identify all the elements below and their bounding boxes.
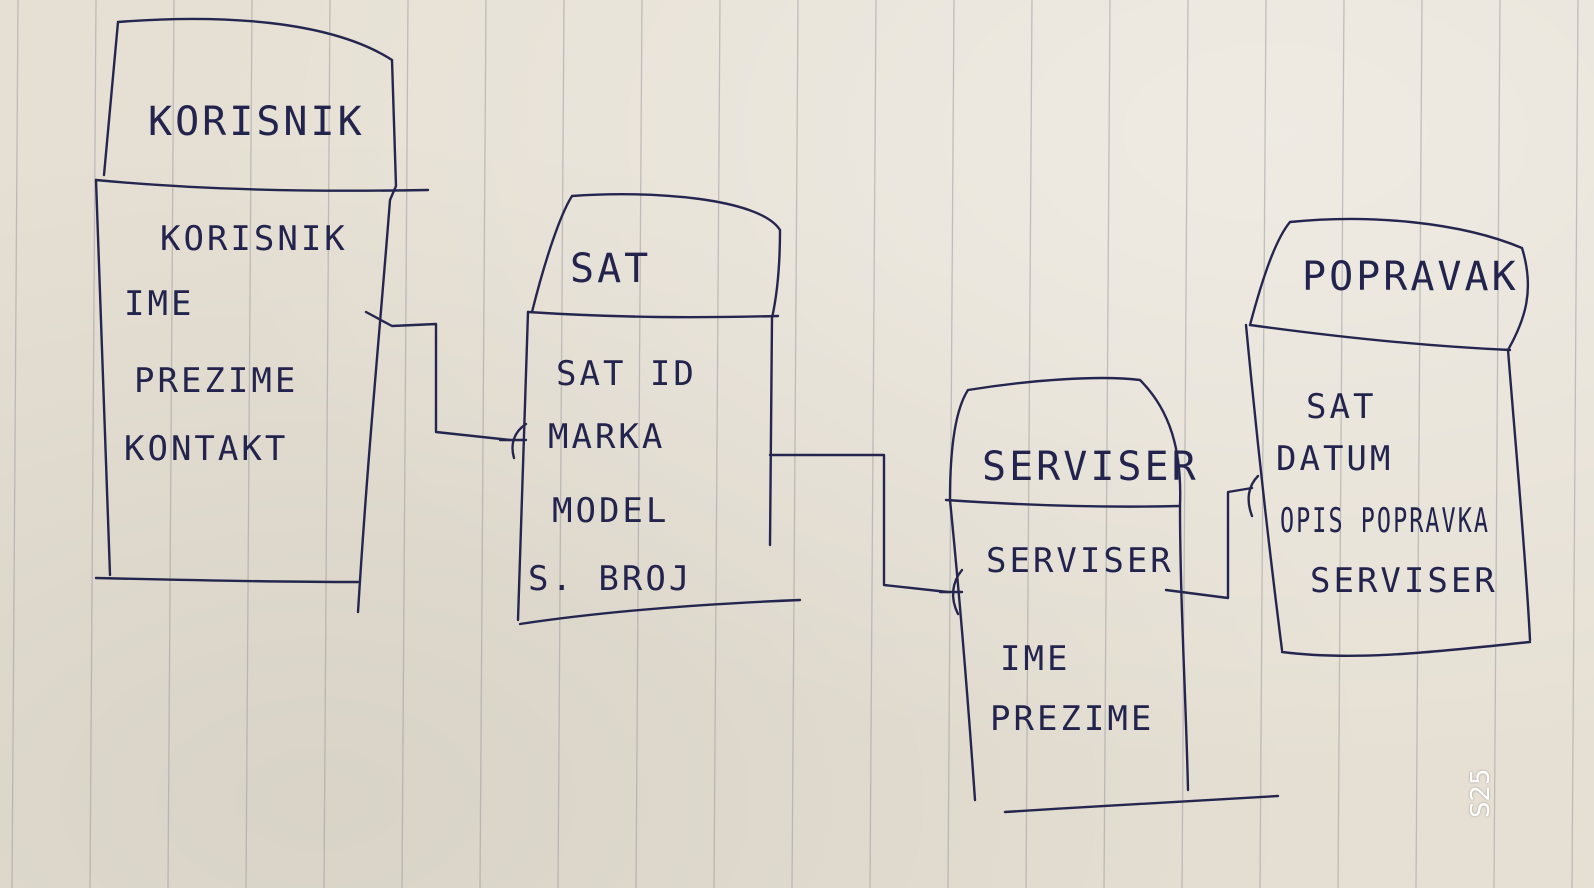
entity-korisnik-bottom bbox=[94, 576, 360, 584]
ruled-line bbox=[401, 0, 409, 888]
ruled-line bbox=[1103, 0, 1111, 888]
entity-serviser-header-divider bbox=[944, 498, 1182, 508]
ruled-line bbox=[1025, 0, 1033, 888]
entity-korisnik-body-left bbox=[94, 178, 112, 577]
ruled-line bbox=[1415, 0, 1423, 888]
entity-korisnik-outline bbox=[116, 17, 398, 614]
entity-sat-bottom bbox=[518, 598, 802, 626]
entity-korisnik-title: KORISNIK bbox=[148, 99, 365, 145]
entity-popravak-field-3: OPIS POPRAVKA bbox=[1280, 501, 1490, 541]
entity-popravak-field-1: SAT bbox=[1306, 387, 1376, 427]
entity-serviser-field-2: IME bbox=[1000, 639, 1070, 679]
entity-korisnik-field-3: PREZIME bbox=[134, 361, 298, 401]
relation-korisnik-sat bbox=[364, 310, 512, 442]
entity-popravak-header-divider bbox=[1248, 323, 1512, 352]
watermark-label: S25 bbox=[1466, 768, 1496, 818]
entity-serviser-body-left bbox=[948, 498, 977, 802]
entity-popravak-bottom bbox=[1280, 640, 1532, 657]
entity-serviser-bottom bbox=[1003, 794, 1280, 814]
entity-sat-field-4: S. BROJ bbox=[528, 559, 692, 599]
entity-korisnik-header-divider bbox=[94, 178, 430, 192]
ruled-line bbox=[167, 0, 175, 888]
entity-popravak: POPRAVAK SAT DATUM OPIS POPRAVKA SERVISE… bbox=[1244, 217, 1532, 657]
entity-korisnik-header-left bbox=[102, 20, 120, 177]
ruled-line bbox=[635, 0, 643, 888]
ruled-line bbox=[869, 0, 877, 888]
entity-serviser-field-3: PREZIME bbox=[990, 699, 1154, 739]
relation-serviser-popravak bbox=[1164, 486, 1254, 600]
entity-korisnik-field-4: KONTAKT bbox=[124, 429, 288, 469]
entity-korisnik: KORISNIK KORISNIK IME PREZIME KONTAKT bbox=[94, 17, 430, 614]
entity-serviser-title: SERVISER bbox=[982, 444, 1199, 490]
entity-sat: SAT SAT ID MARKA MODEL S. BROJ bbox=[516, 192, 802, 626]
relation-sat-serviser-crowfoot bbox=[938, 568, 964, 616]
entity-sat-field-2: MARKA bbox=[548, 417, 665, 457]
ruled-line bbox=[479, 0, 487, 888]
ruled-line bbox=[791, 0, 799, 888]
ruled-line bbox=[323, 0, 331, 888]
entity-sat-title: SAT bbox=[570, 246, 651, 292]
relation-korisnik-sat-crowfoot bbox=[498, 422, 528, 460]
ruled-line bbox=[1493, 0, 1501, 888]
entity-popravak-field-4: SERVISER bbox=[1310, 561, 1498, 601]
entity-serviser-field-1: SERVISER bbox=[986, 541, 1174, 581]
entity-sat-body-left bbox=[516, 310, 530, 622]
ruled-lines bbox=[11, 0, 1579, 888]
entity-popravak-outline bbox=[1248, 217, 1532, 642]
ruled-line bbox=[89, 0, 97, 888]
ruled-line bbox=[245, 0, 253, 888]
entity-sat-field-3: MODEL bbox=[552, 491, 669, 531]
entity-sat-field-1: SAT ID bbox=[556, 354, 697, 394]
ruled-line bbox=[1337, 0, 1345, 888]
ruled-line bbox=[557, 0, 565, 888]
ruled-line bbox=[1571, 0, 1579, 888]
relation-serviser-popravak-crowfoot bbox=[1247, 474, 1260, 518]
ruled-line bbox=[1259, 0, 1267, 888]
ruled-line bbox=[713, 0, 721, 888]
entity-popravak-title: POPRAVAK bbox=[1302, 254, 1519, 300]
ruled-line bbox=[947, 0, 955, 888]
entity-korisnik-field-2: IME bbox=[124, 284, 194, 324]
relation-sat-serviser bbox=[768, 453, 950, 594]
entity-popravak-body-left bbox=[1244, 323, 1284, 652]
entity-serviser: SERVISER SERVISER IME PREZIME bbox=[944, 376, 1280, 814]
entity-sat-outline bbox=[530, 192, 782, 547]
entity-sat-header-divider bbox=[526, 310, 780, 319]
entity-popravak-field-2: DATUM bbox=[1276, 439, 1393, 479]
entity-serviser-outline bbox=[948, 376, 1190, 792]
ruled-line bbox=[11, 0, 19, 888]
entity-korisnik-field-1: KORISNIK bbox=[160, 219, 348, 259]
ruled-line bbox=[1181, 0, 1189, 888]
